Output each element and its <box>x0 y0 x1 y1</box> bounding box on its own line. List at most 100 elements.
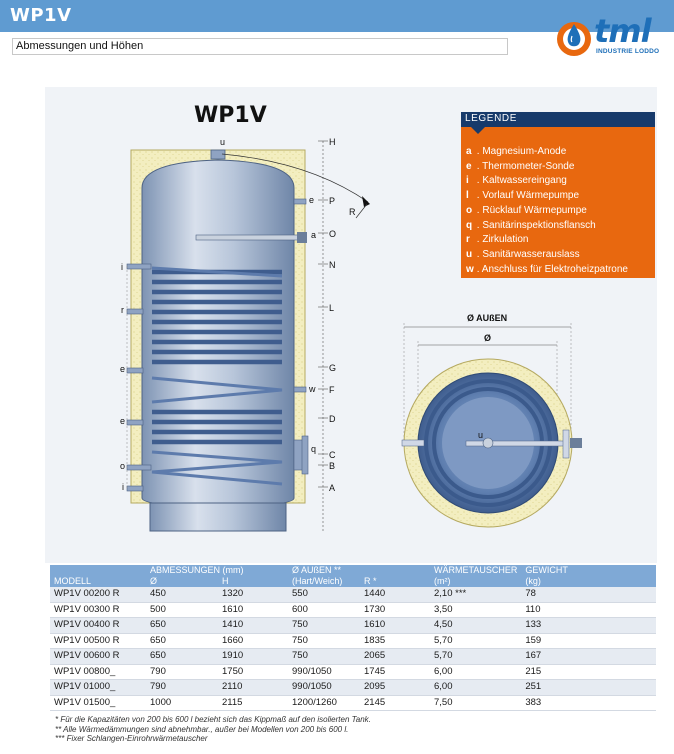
legend-item: o . Rücklauf Wärmepumpe <box>466 204 587 216</box>
dimensions-table: ABMESSUNGEN (mm) Ø AUßEN ** WÄRMETAUSCHE… <box>50 565 656 711</box>
column-header: H <box>222 576 229 586</box>
table-row: WP1V 01500_ 1000 2115 1200/1260 2145 7,50 383 <box>50 695 656 711</box>
svg-text:w: w <box>308 384 316 394</box>
group-header: GEWICHT <box>525 565 568 575</box>
svg-text:O: O <box>329 229 336 239</box>
table-cell: 750 <box>292 634 308 646</box>
table-cell: WP1V 00400 R <box>54 619 120 630</box>
table-cell: 1660 <box>222 634 244 646</box>
table-cell: 159 <box>525 634 542 646</box>
table-cell: 1610 <box>222 603 244 615</box>
column-header: (m²) <box>434 576 451 586</box>
footnote: * Für die Kapazitäten von 200 bis 600 l … <box>55 715 371 724</box>
heat-exchanger-coil-upper-zig <box>151 266 283 404</box>
legend-item: e . Thermometer-Sonde <box>466 160 575 172</box>
table-cell: 750 <box>292 650 308 661</box>
tank-skirt <box>149 502 287 532</box>
table-cell: 5,70 <box>434 650 453 661</box>
heat-exchanger-coil-lower <box>152 409 282 445</box>
brand-logo: tml INDUSTRIE LODDO <box>554 12 666 60</box>
table-cell: 500 <box>150 603 166 615</box>
table-cell: 3,50 <box>434 603 453 615</box>
tilt-arc-pointer <box>355 203 368 219</box>
right-connections <box>293 198 309 475</box>
legend-item: a . Magnesium-Anode <box>466 146 567 157</box>
svg-text:e: e <box>309 195 314 205</box>
table-sub-header-row: MODELL Ø H (Hart/Weich) R * (m²) (kg) <box>50 576 656 587</box>
left-labels: i r e e o i <box>120 262 125 492</box>
group-header: WÄRMETAUSCHER <box>434 565 518 575</box>
table-cell: 1730 <box>364 603 386 615</box>
table-cell: 1000 <box>150 696 172 708</box>
table-cell: 215 <box>525 665 542 677</box>
table-cell: WP1V 01500_ <box>54 696 116 708</box>
column-header: MODELL <box>54 576 92 586</box>
footnote: ** Alle Wärmedämmungen sind abnehmbar., … <box>55 724 349 734</box>
tilt-arc <box>221 153 369 203</box>
table-cell: 4,50 <box>434 619 453 630</box>
footnote: *** Fixer Schlangen-Einrohrwärmetauscher <box>55 734 208 743</box>
table-cell: 2065 <box>364 650 386 661</box>
table-cell: 450 <box>150 588 166 599</box>
svg-text:r: r <box>121 305 124 315</box>
label-u-top: u <box>220 137 225 147</box>
table-cell: 2145 <box>364 696 386 708</box>
dimension-labels: H P O N L G F D C B A <box>329 137 336 493</box>
page-title: WP1V <box>10 5 72 26</box>
table-cell: 550 <box>292 588 308 599</box>
section-heading-box: Abmessungen und Höhen <box>12 38 508 55</box>
table-cell: 1745 <box>364 665 386 677</box>
section-heading: Abmessungen und Höhen <box>16 40 144 52</box>
table-cell: WP1V 00300 R <box>54 603 120 615</box>
table-cell: 2095 <box>364 681 386 692</box>
table-cell: WP1V 00600 R <box>54 650 120 661</box>
table-cell: 790 <box>150 681 166 692</box>
table-cell: 650 <box>150 650 166 661</box>
drop-logo-icon <box>557 22 591 56</box>
table-cell: 990/1050 <box>292 681 332 692</box>
svg-text:P: P <box>329 196 335 206</box>
anode-rod <box>195 234 301 241</box>
legend-item: l . Vorlauf Wärmepumpe <box>466 190 580 202</box>
legend-item: i . Kaltwassereingang <box>466 175 567 187</box>
top-outlet <box>210 149 226 160</box>
table-cell: 2115 <box>222 696 243 708</box>
svg-text:i: i <box>122 482 124 492</box>
table-cell: 167 <box>525 650 542 661</box>
table-cell: 6,00 <box>434 665 453 677</box>
diagram-title: WP1V <box>194 103 267 128</box>
table-cell: 750 <box>292 619 308 630</box>
table-cell: 383 <box>525 696 542 708</box>
svg-text:e: e <box>120 364 125 374</box>
table-cell: WP1V 00500 R <box>54 634 120 646</box>
table-cell: 1200/1260 <box>292 696 337 708</box>
svg-text:a: a <box>311 230 316 240</box>
group-header: ABMESSUNGEN (mm) <box>150 565 244 575</box>
top-view-center-label: u <box>478 430 483 440</box>
table-cell: 2,10 *** <box>434 588 467 599</box>
svg-text:q: q <box>311 444 316 454</box>
svg-text:G: G <box>329 363 336 373</box>
column-header: (Hart/Weich) <box>292 576 343 586</box>
tilt-arc-arrow <box>362 196 370 207</box>
table-cell: WP1V 00200 R <box>54 588 120 599</box>
table-cell: 6,00 <box>434 681 453 692</box>
dimension-ruler <box>318 140 328 531</box>
group-header <box>360 565 430 576</box>
table-cell: 990/1050 <box>292 665 332 677</box>
heat-exchanger-coil-lower-zig <box>151 450 283 486</box>
table-cell: WP1V 01000_ <box>54 681 116 692</box>
legend-item: u . Sanitärwasserauslass <box>466 248 580 260</box>
table-cell: 7,50 <box>434 696 453 708</box>
top-view: Ø AUßEN Ø u <box>401 313 582 528</box>
svg-text:A: A <box>329 483 335 493</box>
legend-item: q . Sanitärinspektionsflansch <box>466 219 596 231</box>
table-cell: 790 <box>150 665 166 677</box>
table-cell: 1320 <box>222 588 244 599</box>
